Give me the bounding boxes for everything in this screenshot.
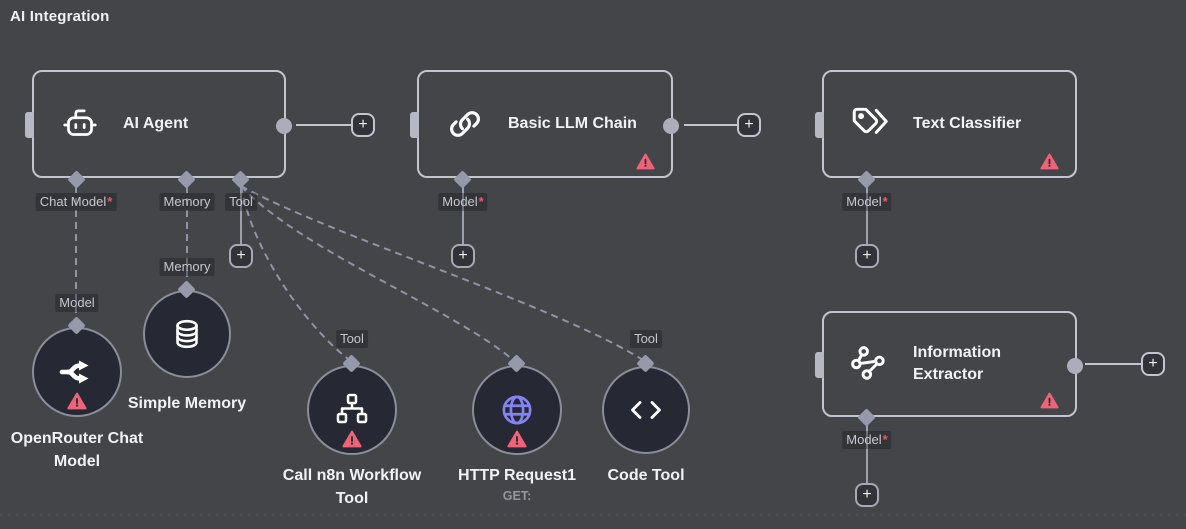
warning-icon[interactable] bbox=[1040, 392, 1059, 409]
add-model-button[interactable]: + bbox=[451, 244, 475, 268]
node-openrouter-chat-model[interactable] bbox=[32, 327, 122, 417]
add-model-button[interactable]: + bbox=[855, 483, 879, 507]
node-label: OpenRouter Chat Model bbox=[10, 430, 144, 471]
connection-tool-code[interactable] bbox=[240, 185, 644, 361]
node-simple-memory[interactable] bbox=[143, 290, 231, 378]
node-subtitle: GET: bbox=[502, 489, 532, 503]
node-title: AI Agent bbox=[123, 115, 189, 133]
openrouter-icon bbox=[59, 360, 89, 384]
node-title: Text Classifier bbox=[913, 115, 1022, 133]
warning-icon[interactable] bbox=[1040, 153, 1059, 170]
node-http-request1[interactable] bbox=[472, 365, 562, 455]
chain-link-icon bbox=[450, 111, 480, 137]
ai-agent-output-handle[interactable] bbox=[276, 118, 292, 134]
globe-icon bbox=[502, 395, 532, 425]
chat-model-label: Chat Model* bbox=[35, 193, 117, 212]
info-extractor-input-handle[interactable] bbox=[815, 352, 824, 378]
node-code-tool[interactable] bbox=[602, 366, 690, 454]
node-label: HTTP Request1 bbox=[458, 467, 576, 484]
node-information-extractor[interactable]: Information Extractor bbox=[815, 311, 1083, 417]
tool-label: Tool bbox=[630, 330, 662, 349]
add-node-button[interactable]: + bbox=[351, 113, 375, 137]
model-required-label: Model* bbox=[842, 431, 892, 450]
tags-icon bbox=[852, 107, 888, 134]
tool-label: Tool bbox=[336, 330, 368, 349]
node-label: Code Tool bbox=[607, 467, 685, 484]
add-node-button[interactable]: + bbox=[1141, 352, 1165, 376]
connection-tool-workflow[interactable] bbox=[240, 185, 349, 360]
node-label: Simple Memory bbox=[127, 395, 247, 412]
robot-icon bbox=[63, 109, 97, 136]
add-model-button[interactable]: + bbox=[855, 244, 879, 268]
memory-label: Memory bbox=[159, 258, 215, 277]
model-label: Model bbox=[55, 294, 99, 313]
add-tool-button[interactable]: + bbox=[229, 244, 253, 268]
info-extractor-output-handle[interactable] bbox=[1067, 358, 1083, 374]
node-ai-agent[interactable]: AI Agent bbox=[25, 70, 292, 178]
ai-agent-input-handle[interactable] bbox=[25, 112, 34, 138]
model-required-label: Model* bbox=[438, 193, 488, 212]
node-basic-llm-chain[interactable]: Basic LLM Chain bbox=[410, 70, 679, 178]
node-title: Basic LLM Chain bbox=[508, 115, 637, 133]
network-nodes-icon bbox=[851, 346, 885, 380]
warning-icon[interactable] bbox=[67, 392, 87, 410]
text-classifier-input-handle[interactable] bbox=[815, 112, 824, 138]
tool-label: Tool bbox=[225, 193, 257, 212]
warning-icon[interactable] bbox=[342, 430, 362, 448]
node-title: Information Extractor bbox=[913, 344, 1001, 383]
code-brackets-icon bbox=[631, 401, 661, 419]
warning-icon[interactable] bbox=[636, 153, 655, 170]
database-icon bbox=[176, 319, 198, 349]
connection-tool-http[interactable] bbox=[240, 185, 514, 361]
basic-llm-input-handle[interactable] bbox=[410, 112, 419, 138]
basic-llm-output-handle[interactable] bbox=[663, 118, 679, 134]
node-label: Call n8n Workflow Tool bbox=[282, 467, 422, 508]
memory-label: Memory bbox=[159, 193, 215, 212]
canvas-grid-dots bbox=[0, 514, 1186, 516]
workflow-hierarchy-icon bbox=[336, 393, 368, 424]
node-text-classifier[interactable]: Text Classifier bbox=[815, 70, 1077, 178]
warning-icon[interactable] bbox=[507, 430, 527, 448]
model-required-label: Model* bbox=[842, 193, 892, 212]
add-node-button[interactable]: + bbox=[737, 113, 761, 137]
node-call-n8n-workflow-tool[interactable] bbox=[307, 365, 397, 455]
sticky-note-title[interactable]: AI Integration bbox=[10, 8, 110, 25]
